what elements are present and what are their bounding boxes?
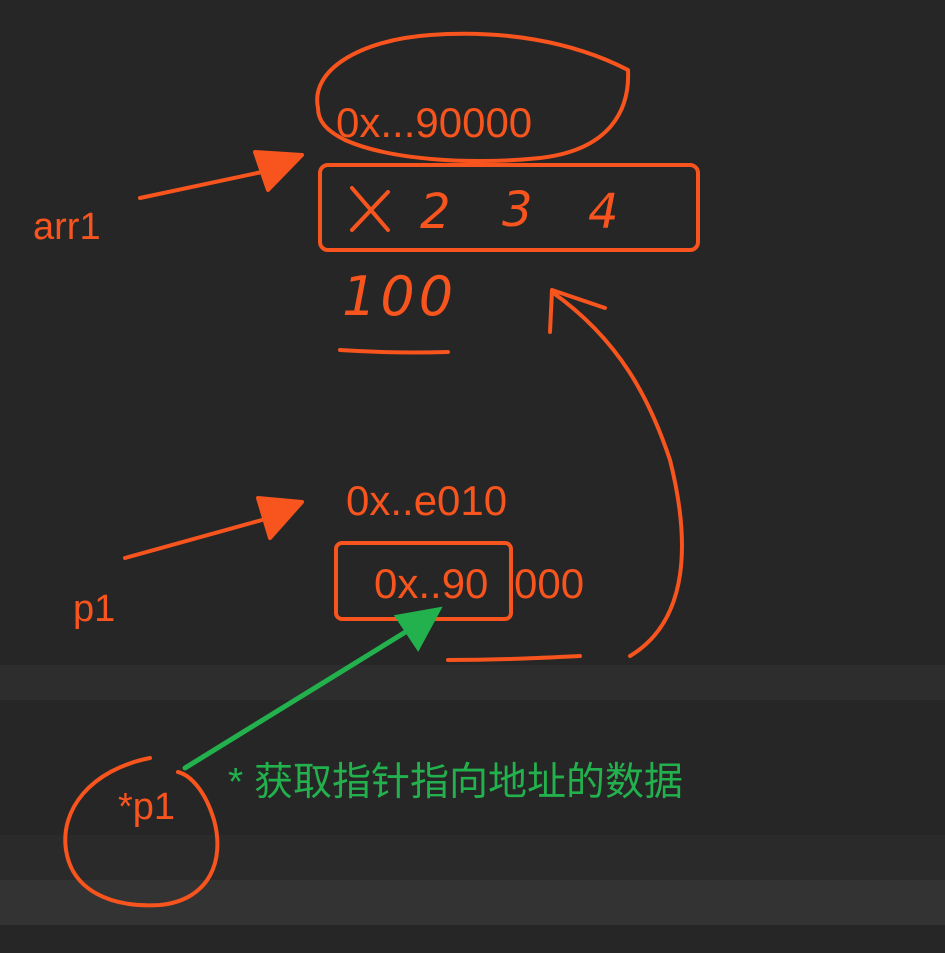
arr1-address: 0x...90000 <box>336 99 533 146</box>
arr1-arrow <box>138 170 264 200</box>
deref-note: * 获取指针指向地址的数据 <box>228 761 684 804</box>
modified-value: 100 <box>342 265 458 328</box>
editor-line-band <box>0 925 945 953</box>
array-cell: 4 <box>588 184 619 240</box>
deref-arrow <box>182 625 415 771</box>
array-cell: 2 <box>420 184 451 240</box>
cross-out-mark <box>350 186 390 232</box>
p1-arrow <box>123 518 264 560</box>
p1-label: p1 <box>73 588 116 630</box>
p1-value-rest: 000 <box>514 560 585 607</box>
p1-address: 0x..e010 <box>346 477 508 524</box>
reference-curve <box>446 290 684 662</box>
p1-value-boxed: 0x..90 <box>374 560 489 607</box>
deref-label: *p1 <box>118 786 176 828</box>
deref-circle <box>63 756 220 908</box>
array-cell: 3 <box>502 182 533 238</box>
p1-arrowhead <box>256 496 304 540</box>
array-cell: 1 <box>352 186 383 234</box>
address-circle <box>315 31 631 163</box>
array-box <box>318 163 700 252</box>
editor-line-band <box>0 835 945 880</box>
reference-arrowhead <box>548 288 607 334</box>
arr1-arrowhead <box>253 150 304 192</box>
editor-line-band <box>0 880 945 925</box>
arr1-label: arr1 <box>33 206 101 248</box>
editor-line-band <box>0 665 945 700</box>
deref-arrowhead <box>393 606 443 652</box>
underline <box>338 348 450 355</box>
